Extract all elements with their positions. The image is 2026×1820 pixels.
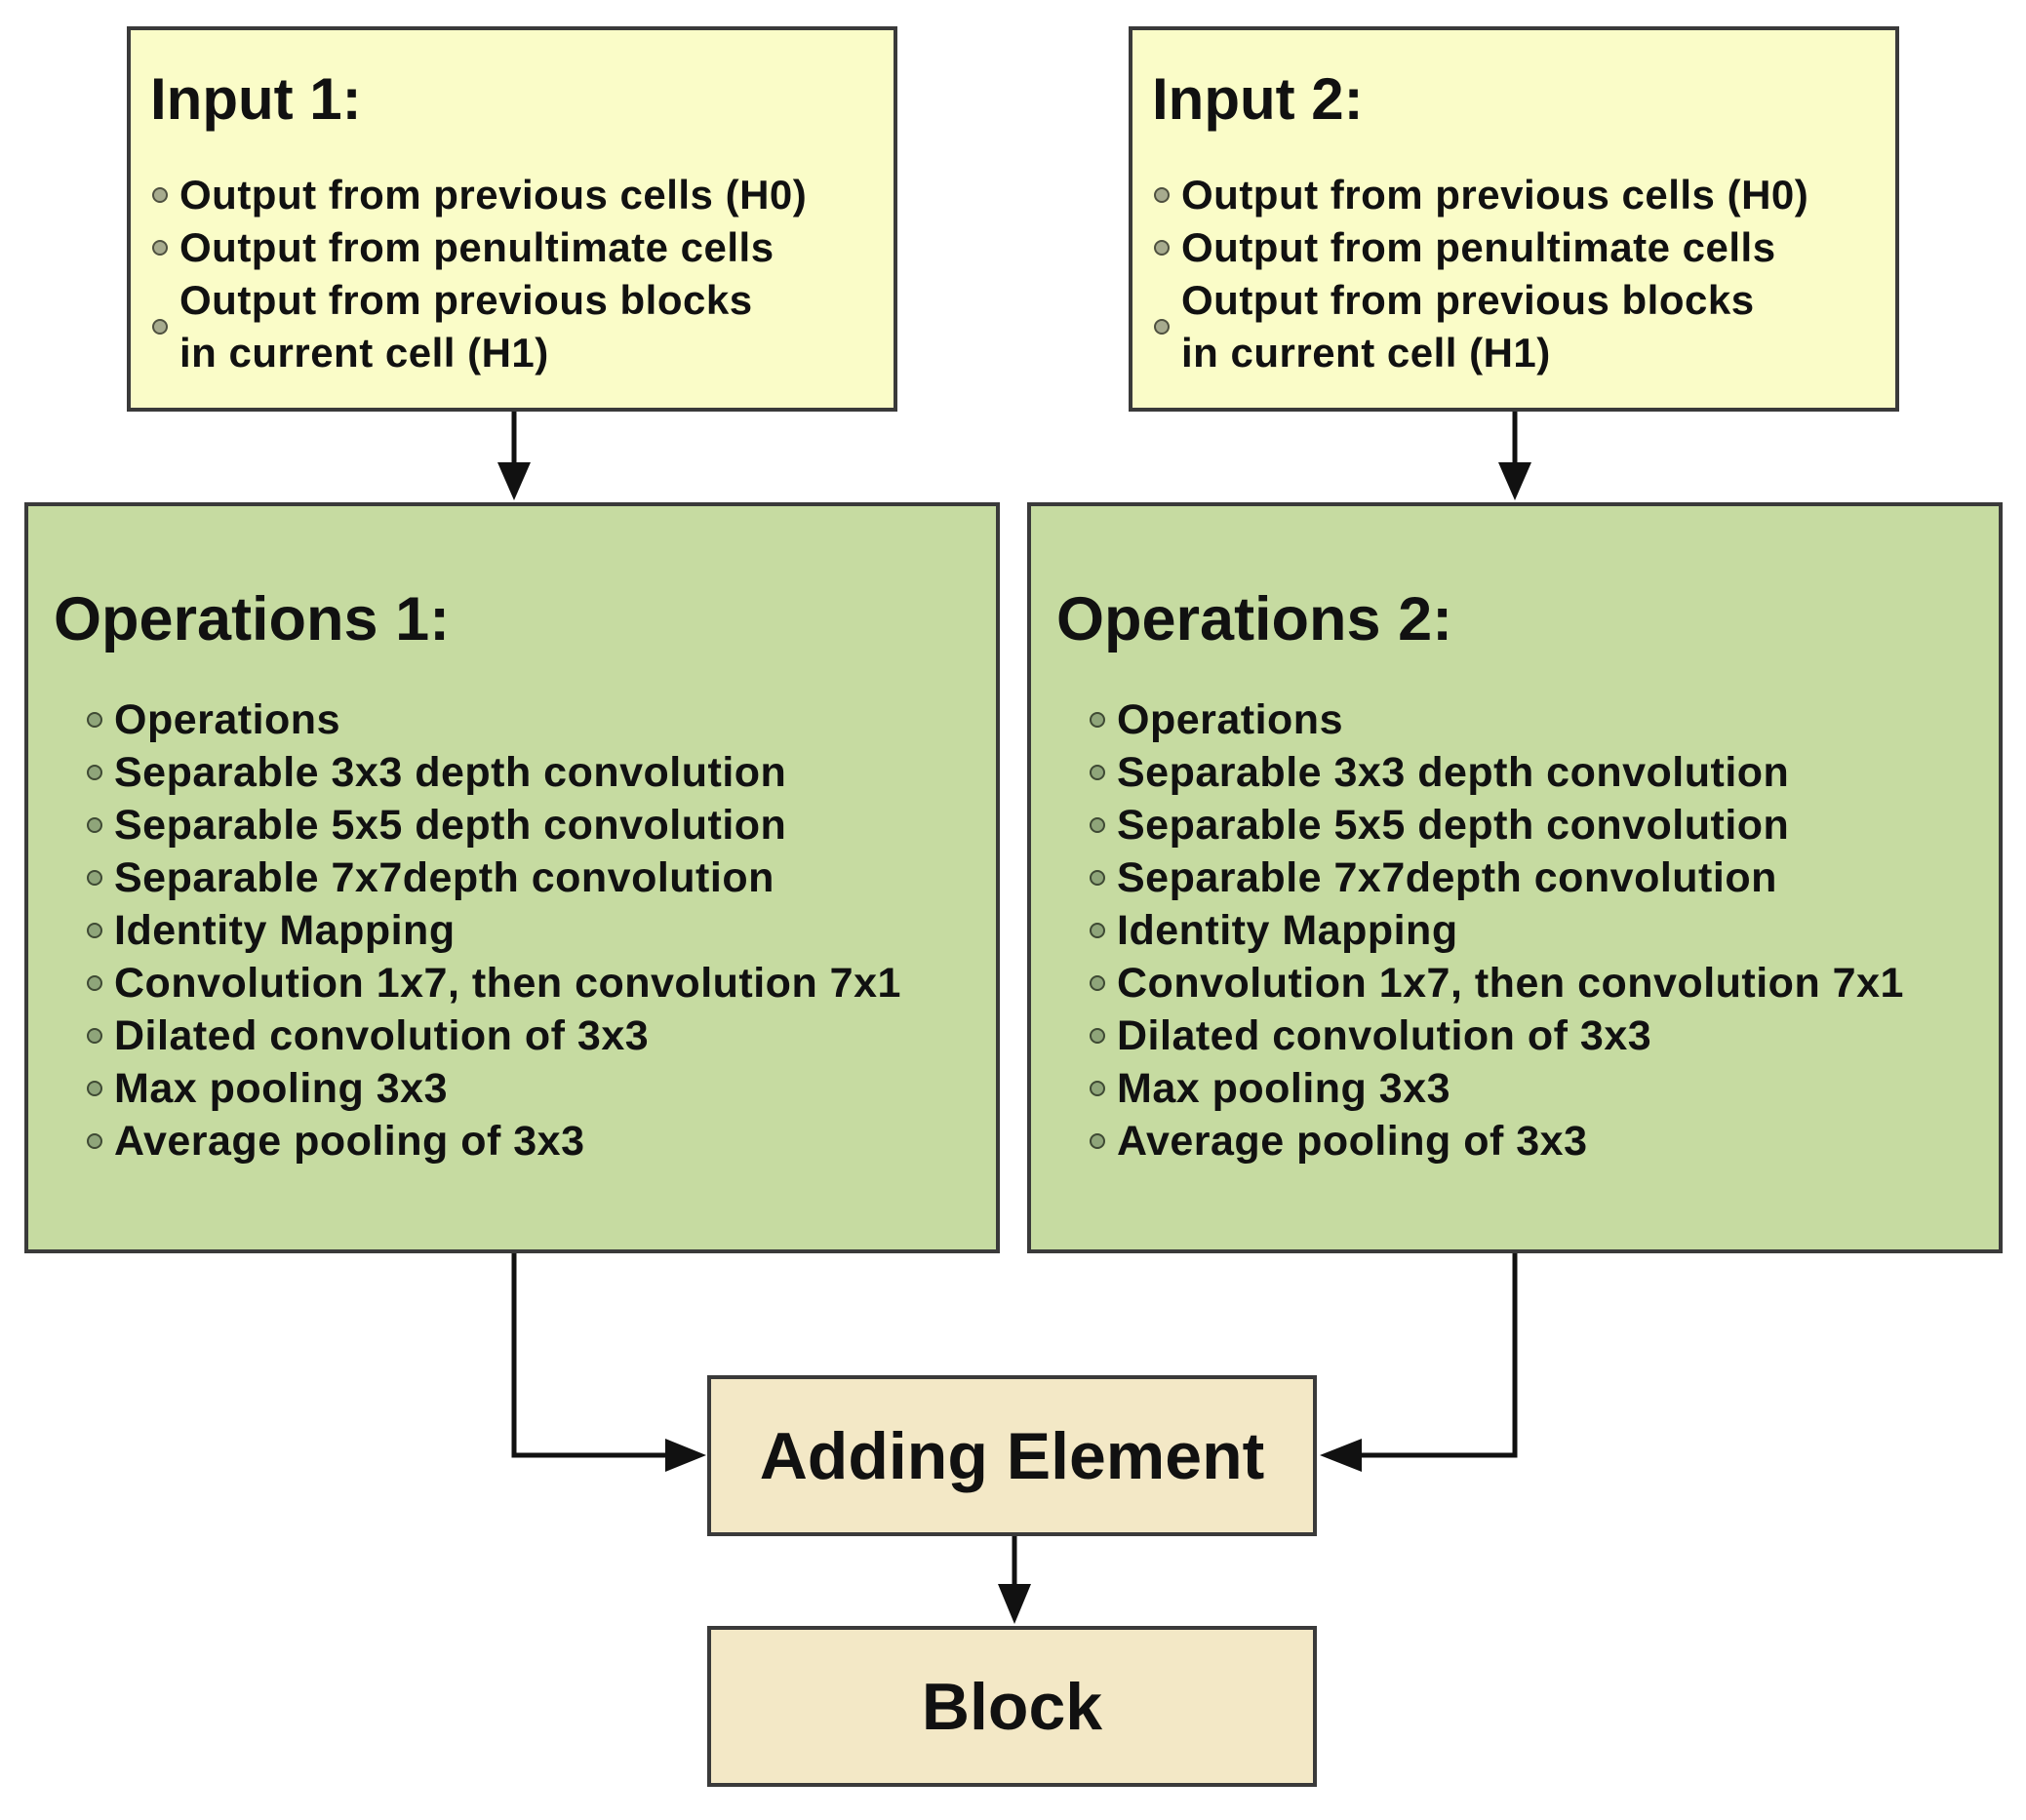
operations-1-list: Operations Separable 3x3 depth convoluti…	[85, 693, 901, 1167]
block-box: Block	[707, 1626, 1317, 1787]
list-item: Convolution 1x7, then convolution 7x1	[1088, 957, 1904, 1009]
arrow-ops2-to-adding-element	[1320, 1253, 1518, 1472]
bullet-icon	[1090, 975, 1105, 991]
list-item: Identity Mapping	[1088, 904, 1904, 957]
list-item: Max pooling 3x3	[1088, 1062, 1904, 1115]
bullet-icon	[87, 923, 102, 938]
arrow-adding-element-to-block	[998, 1536, 1031, 1624]
bullet-icon	[87, 1081, 102, 1096]
input-1-box: Input 1: Output from previous cells (H0)…	[127, 26, 897, 412]
list-item: Output from previous cells (H0)	[1152, 169, 1808, 221]
operations-2-list: Operations Separable 3x3 depth convoluti…	[1088, 693, 1904, 1167]
list-item: Operations	[1088, 693, 1904, 746]
bullet-icon	[1090, 765, 1105, 780]
list-item: Operations	[85, 693, 901, 746]
bullet-icon	[87, 975, 102, 991]
bullet-icon	[87, 1028, 102, 1044]
operations-2-title: Operations 2:	[1056, 585, 1453, 653]
bullet-icon	[87, 765, 102, 780]
arrow-input2-to-ops2	[1498, 412, 1531, 500]
list-item: Average pooling of 3x3	[1088, 1115, 1904, 1167]
bullet-icon	[1154, 187, 1170, 203]
bullet-icon	[1090, 923, 1105, 938]
bullet-icon	[1090, 870, 1105, 886]
bullet-icon	[1154, 319, 1170, 335]
input-2-title: Input 2:	[1152, 66, 1364, 132]
list-item: Dilated convolution of 3x3	[1088, 1009, 1904, 1062]
list-item: Separable 7x7depth convolution	[85, 851, 901, 904]
arrow-ops1-to-adding-element	[511, 1253, 706, 1472]
list-item: Separable 3x3 depth convolution	[85, 746, 901, 799]
bullet-icon	[1090, 1133, 1105, 1149]
bullet-icon	[152, 240, 168, 256]
operations-1-title: Operations 1:	[54, 585, 451, 653]
bullet-icon	[87, 1133, 102, 1149]
input-1-list: Output from previous cells (H0) Output f…	[150, 169, 807, 379]
bullet-icon	[1090, 712, 1105, 728]
list-item: Separable 5x5 depth convolution	[85, 799, 901, 851]
list-item: Dilated convolution of 3x3	[85, 1009, 901, 1062]
list-item: Separable 3x3 depth convolution	[1088, 746, 1904, 799]
input-2-box: Input 2: Output from previous cells (H0)…	[1129, 26, 1899, 412]
bullet-icon	[1090, 1028, 1105, 1044]
bullet-icon	[1154, 240, 1170, 256]
bullet-icon	[87, 817, 102, 833]
list-item: Output from previous cells (H0)	[150, 169, 807, 221]
list-item: Separable 5x5 depth convolution	[1088, 799, 1904, 851]
arrow-input1-to-ops1	[497, 412, 531, 500]
list-item: Output from penultimate cells	[1152, 221, 1808, 274]
list-item: Identity Mapping	[85, 904, 901, 957]
list-item: Separable 7x7depth convolution	[1088, 851, 1904, 904]
input-1-title: Input 1:	[150, 66, 362, 132]
bullet-icon	[152, 319, 168, 335]
adding-element-label: Adding Element	[759, 1418, 1265, 1493]
list-item: Max pooling 3x3	[85, 1062, 901, 1115]
bullet-icon	[1090, 817, 1105, 833]
bullet-icon	[87, 870, 102, 886]
operations-1-box: Operations 1: Operations Separable 3x3 d…	[24, 502, 1000, 1253]
bullet-icon	[152, 187, 168, 203]
operations-2-box: Operations 2: Operations Separable 3x3 d…	[1027, 502, 2003, 1253]
list-item: Output from penultimate cells	[150, 221, 807, 274]
block-label: Block	[921, 1669, 1103, 1744]
list-item: Convolution 1x7, then convolution 7x1	[85, 957, 901, 1009]
bullet-icon	[1090, 1081, 1105, 1096]
list-item: Average pooling of 3x3	[85, 1115, 901, 1167]
input-2-list: Output from previous cells (H0) Output f…	[1152, 169, 1808, 379]
adding-element-box: Adding Element	[707, 1375, 1317, 1536]
bullet-icon	[87, 712, 102, 728]
